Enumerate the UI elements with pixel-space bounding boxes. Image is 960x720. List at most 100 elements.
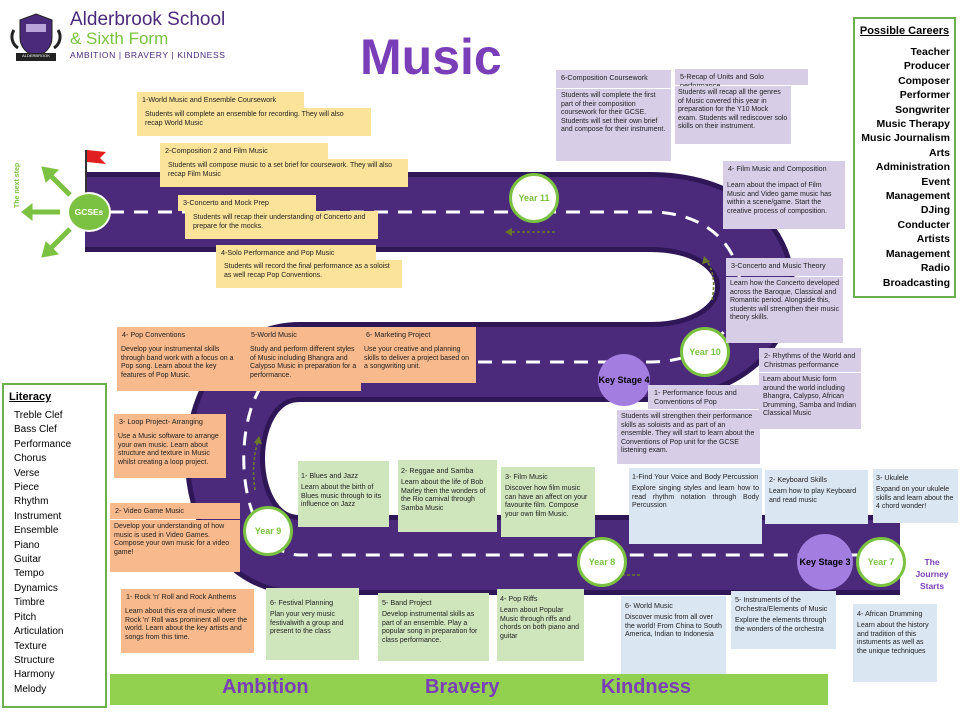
y7-note3-body: Expand on your ukulele skills and learn …: [876, 486, 954, 511]
y8-note6-body: Plan your very music festivalwith a grou…: [270, 611, 344, 636]
y8-note5-body: Develop instrumental skills as part of a…: [382, 611, 478, 644]
literacy-item: Performance: [14, 438, 72, 450]
career-item: Administration: [875, 161, 950, 174]
footer-kindness: Kindness: [601, 676, 692, 698]
y8-note3-title: 3- Film Music: [505, 472, 548, 481]
y8-note5: 5- Band Project Develop instrumental ski…: [378, 593, 489, 661]
gcse-arrowhead-left: [21, 202, 33, 222]
y9-note5-body: Study and perform different styles of Mu…: [246, 343, 361, 391]
career-item: Composer: [898, 74, 950, 87]
school-name-line1: Alderbrook School: [70, 9, 226, 30]
y7-note5: 5- Instruments of the Orchestra/Elements…: [731, 591, 836, 649]
flag: [87, 150, 106, 164]
y11-note2-body: Students will compose music to a set bri…: [160, 159, 408, 187]
y7-note4-body: Learn about the history and tradition of…: [857, 622, 929, 655]
crest-text: ALDERBROOK: [22, 53, 50, 58]
literacy-heading: Literacy: [9, 391, 52, 403]
literacy-item: Tempo: [14, 568, 45, 580]
y10-note4-body: Learn about the impact of Film Music and…: [723, 179, 845, 229]
ks3-badge: Key Stage 3: [797, 534, 853, 590]
career-item: Management: [885, 247, 950, 260]
gcse-arrowhead-down: [41, 241, 60, 258]
journey-label: The Journey Starts: [915, 557, 949, 591]
y7-note6-title: 6- World Music: [625, 601, 673, 610]
y10-note2-title: 2- Rhythms of the World and Christmas pe…: [759, 348, 861, 372]
career-item: Artists: [916, 233, 950, 246]
y11-note3-title: 3-Concerto and Mock Prep: [178, 195, 316, 211]
literacy-item: Instrument: [14, 510, 62, 522]
y10-note3-body: Learn how the Concerto developed across …: [726, 277, 843, 343]
career-item: Music Therapy: [876, 118, 950, 131]
y11-note6-title: 6-Composition Coursework: [556, 70, 671, 88]
literacy-item: Chorus: [14, 453, 47, 465]
next-step-label: The next step: [14, 162, 21, 208]
career-item: Songwriter: [895, 103, 950, 116]
y7-note5-body: Explore the elements through the wonders…: [735, 617, 827, 633]
literacy-item: Melody: [14, 683, 47, 695]
career-item: DJing: [920, 204, 950, 217]
y11-note1-title: 1-World Music and Ensemble Coursework: [137, 92, 304, 108]
literacy-item: Bass Clef: [14, 424, 57, 436]
arrowhead-y9: [254, 436, 262, 444]
literacy-item: Treble Clef: [14, 410, 63, 421]
y11-note3-body: Students will recap their understanding …: [185, 211, 378, 239]
footer-bar: [110, 674, 828, 705]
y9-note6-body: Use your creative and planning skills to…: [361, 343, 476, 383]
year10-badge: Year 10: [680, 327, 730, 377]
page-title: Music: [360, 29, 502, 85]
y9-note4-title: 4- Pop Conventions: [117, 327, 246, 343]
y8-note6: 6- Festival Planning Plan your very musi…: [266, 588, 359, 660]
literacy-item: Structure: [14, 654, 55, 666]
career-item: Performer: [899, 89, 950, 102]
year7-badge: Year 7: [856, 537, 906, 587]
y7-note4-title: 4- African Drumming: [857, 609, 923, 618]
arrowhead-y10: [702, 256, 710, 264]
y8-note3-body: Discover how film music can have an affe…: [505, 485, 588, 518]
y8-note1-body: Learn about the birth of Blues music thr…: [301, 484, 382, 509]
arrow-y9: [252, 439, 259, 491]
literacy-item: Dynamics: [14, 582, 58, 594]
y9-note4-body: Develop your instrumental skills through…: [117, 343, 246, 391]
career-item: Management: [885, 190, 950, 203]
y9-note5-title: 5-World Music: [246, 327, 361, 343]
school-crest: ALDERBROOK: [6, 10, 66, 62]
year11-badge: Year 11: [509, 173, 559, 223]
career-item: Teacher: [910, 46, 951, 58]
literacy-item: Ensemble: [14, 525, 59, 537]
y8-note4: 4- Pop Riffs Learn about Popular Music t…: [497, 589, 584, 661]
literacy-item: Guitar: [14, 554, 42, 566]
y7-note6: 6- World Music Discover music from all o…: [621, 596, 726, 676]
y10-note2-body: Learn about Music form around the world …: [759, 373, 861, 429]
y7-note4: 4- African Drumming Learn about the hist…: [853, 604, 937, 682]
y9-note6-title: 6- Marketing Project: [361, 327, 476, 343]
y9-note2-title: 2- Video Game Music: [110, 503, 240, 519]
y8-note2-title: 2- Reggae and Samba: [401, 466, 474, 475]
y8-note3: 3- Film Music Discover how film music ca…: [501, 467, 595, 537]
careers-heading: Possible Careers: [859, 25, 950, 37]
y10-note3-title: 3-Concerto and Music Theory: [726, 258, 843, 276]
literacy-item: Texture: [14, 640, 47, 652]
career-item: Conducter: [897, 218, 951, 231]
career-item: Arts: [928, 146, 950, 159]
year8-badge: Year 8: [577, 537, 627, 587]
y7-note3: 3- Ukulele Expand on your ukulele skills…: [873, 469, 958, 523]
career-item: Producer: [903, 60, 950, 73]
gcse-arrow-up: [48, 173, 72, 197]
y7-note2-body: Learn how to play Keyboard and read musi…: [769, 488, 857, 504]
y9-note3-body: Use a Music software to arrange your own…: [114, 430, 226, 478]
gcse-arrowhead-up: [41, 166, 60, 183]
school-motto: AMBITION | BRAVERY | KINDNESS: [70, 50, 226, 60]
gcse-arrow-down: [48, 227, 72, 251]
y7-note3-title: 3- Ukulele: [876, 473, 909, 482]
school-name-line2: & Sixth Form: [70, 29, 169, 48]
literacy-item: Piece: [14, 482, 40, 494]
y9-note3-title: 3- Loop Project- Arranging: [114, 414, 226, 430]
y8-note5-title: 5- Band Project: [382, 598, 432, 607]
y7-note5-title: 5- Instruments of the Orchestra/Elements…: [735, 595, 828, 613]
arrowhead-y11: [505, 228, 512, 236]
y11-note2-title: 2-Composition 2 and Film Music: [160, 143, 328, 160]
y11-note5-title: 5-Recap of Units and Solo performance: [675, 69, 808, 90]
